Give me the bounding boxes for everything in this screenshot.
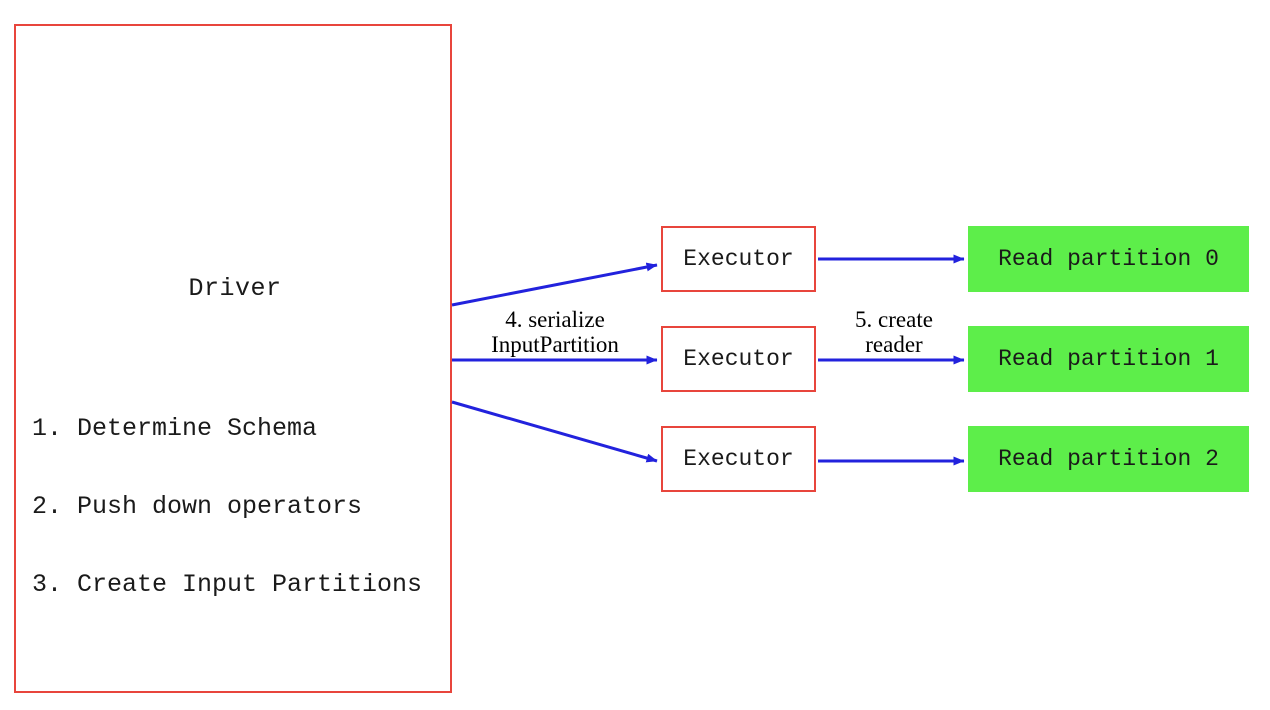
executor-box-0: Executor: [661, 226, 816, 292]
driver-box: Driver 1. Determine Schema 2. Push down …: [14, 24, 452, 693]
edge-label-serialize-line-2: InputPartition: [491, 332, 619, 357]
partition-box-2: Read partition 2: [968, 426, 1249, 492]
partition-box-0: Read partition 0: [968, 226, 1249, 292]
driver-title: Driver: [188, 274, 282, 303]
partition-box-1: Read partition 1: [968, 326, 1249, 392]
driver-step-1: 1. Determine Schema: [32, 414, 318, 443]
edge-label-create-line-2: reader: [865, 332, 923, 357]
executor-box-2: Executor: [661, 426, 816, 492]
edge-label-create-reader: 5. create reader: [820, 307, 968, 357]
driver-step-3: 3. Create Input Partitions: [32, 570, 423, 599]
driver-step-list: 1. Determine Schema 2. Push down operato…: [32, 364, 422, 650]
edge-label-create-line-1: 5. create: [855, 307, 933, 332]
arrow-driver-to-executor-2: [451, 400, 658, 463]
edge-label-serialize-input-partition: 4. serialize InputPartition: [455, 307, 655, 357]
driver-step-2: 2. Push down operators: [32, 492, 363, 521]
arrow-driver-to-executor-0: [451, 262, 658, 307]
edge-label-serialize-line-1: 4. serialize: [505, 307, 605, 332]
executor-box-1: Executor: [661, 326, 816, 392]
